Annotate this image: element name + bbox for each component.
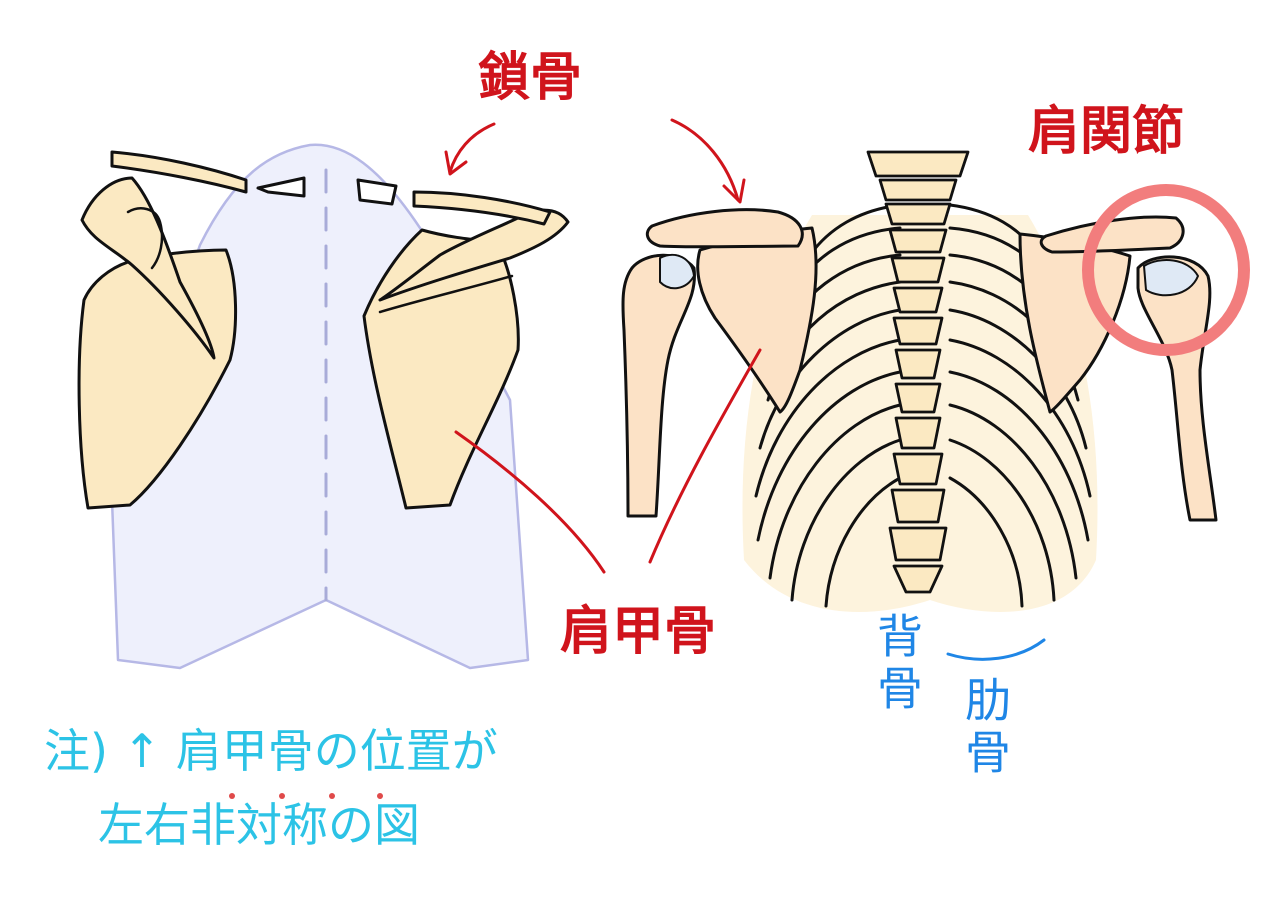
rib <box>948 438 1056 602</box>
clavicle-arrow-right <box>670 118 740 202</box>
right-acromion <box>378 208 570 302</box>
emphasis-dot <box>377 793 383 799</box>
vertebra <box>878 178 958 202</box>
rib <box>824 476 902 608</box>
shoulder-joint-label: 肩関節 <box>1028 102 1185 162</box>
right-clavicle <box>412 190 552 226</box>
vertebra <box>884 202 952 226</box>
rib <box>758 308 902 450</box>
emphasis-dot <box>279 793 285 799</box>
right-humeral-head <box>1143 259 1199 297</box>
vertebra <box>892 452 944 486</box>
left-sternal-notch <box>256 176 306 198</box>
skeleton-right-humerus <box>1136 255 1218 522</box>
note-line-2: 左右非対称の図 <box>98 798 420 852</box>
left-coracoid <box>126 207 164 270</box>
rib <box>790 438 902 602</box>
clavicle-label: 鎖骨 <box>478 48 583 108</box>
ribcage-glow <box>742 215 1098 612</box>
clavicle-arrow-right-head <box>722 178 746 204</box>
scapula-leader-right <box>648 348 762 564</box>
vertebra <box>890 256 946 284</box>
ribs-label: 肋骨 <box>958 676 1012 780</box>
vertebra <box>894 348 942 380</box>
vertebra <box>894 382 942 414</box>
vertebra <box>894 416 942 450</box>
right-sternal-notch <box>356 178 398 206</box>
vertebra <box>890 488 946 524</box>
back-skeleton-figure <box>621 150 1218 612</box>
skeleton-left-acromion <box>645 208 804 249</box>
vertebra <box>888 526 948 562</box>
rib <box>754 338 902 498</box>
annotations <box>229 118 1250 799</box>
emphasis-dot <box>329 793 335 799</box>
shoulder-joint-circle <box>1082 184 1250 356</box>
left-clavicle <box>110 150 248 194</box>
rib <box>768 403 902 580</box>
rib <box>948 370 1090 542</box>
clavicle-arrow-left-head <box>444 150 468 176</box>
rib <box>948 476 1024 608</box>
rib <box>948 403 1078 580</box>
scapula-label: 肩甲骨 <box>560 602 717 662</box>
vertebra <box>866 150 970 178</box>
vertebra <box>892 316 944 346</box>
skeleton-right-acromion <box>1039 215 1185 254</box>
right-spine-of-scapula <box>378 274 514 314</box>
vertebra <box>892 286 944 314</box>
vertebra <box>892 564 944 594</box>
rib <box>948 338 1092 498</box>
skeleton-left-humerus <box>621 253 696 518</box>
note-line-1: 注) ↑ 肩甲骨の位置が <box>44 724 498 778</box>
vertebra <box>888 228 948 254</box>
emphasis-dot <box>229 793 235 799</box>
left-acromion <box>80 176 216 360</box>
scapula-leader-left <box>454 430 606 574</box>
rib <box>756 370 902 542</box>
rib-bracket <box>946 638 1046 661</box>
spine-label: 背骨 <box>870 612 924 716</box>
left-torso-figure <box>77 143 570 670</box>
spine <box>866 150 970 594</box>
left-humeral-head <box>659 253 695 290</box>
clavicle-arrow-left <box>448 122 496 174</box>
